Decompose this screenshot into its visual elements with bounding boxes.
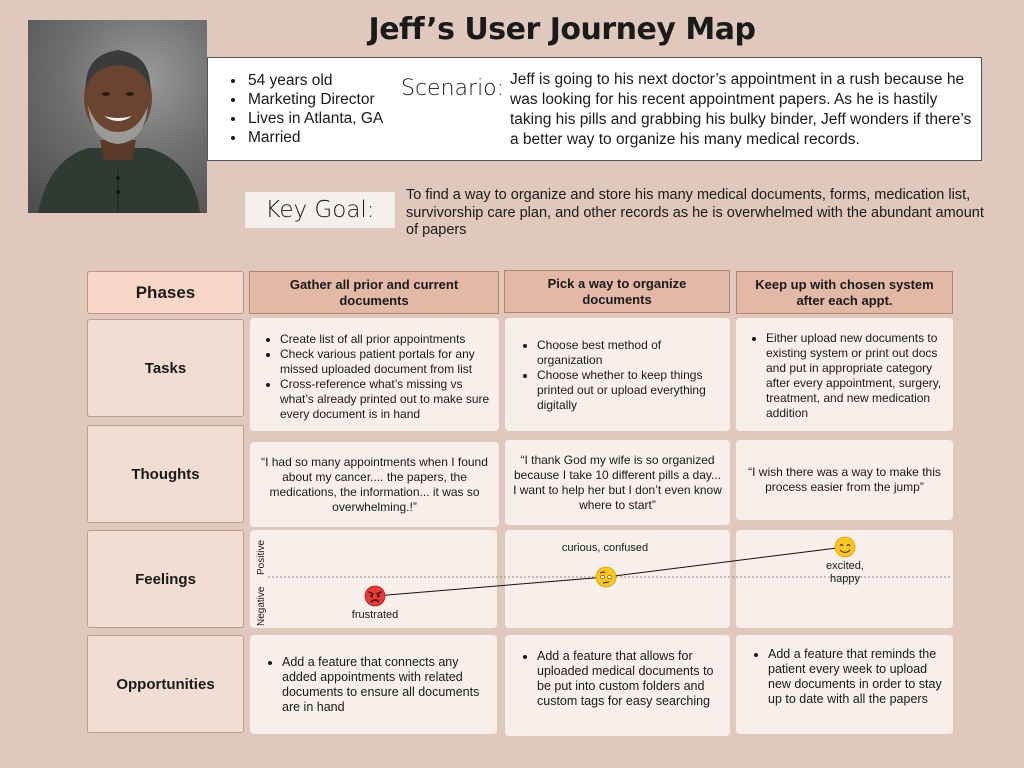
- task-item: Either upload new documents to existing …: [766, 331, 947, 421]
- angry-face-icon: [364, 585, 386, 607]
- persona-fact-age: 54 years old: [246, 71, 383, 90]
- task-item: Choose whether to keep things printed ou…: [537, 368, 724, 413]
- confused-face-icon: [595, 566, 617, 588]
- phase-header-1: Gather all prior and current documents: [249, 271, 499, 314]
- feeling-label-1: frustrated: [351, 609, 399, 621]
- persona-fact-marital-status: Married: [246, 128, 383, 147]
- persona-facts: 54 years old Marketing Director Lives in…: [228, 71, 383, 147]
- opportunity-cell-2: Add a feature that allows for uploaded m…: [505, 635, 730, 736]
- key-goal-label: Key Goal:: [245, 192, 395, 228]
- row-label-tasks: Tasks: [87, 319, 244, 417]
- key-goal-text: To find a way to organize and store his …: [406, 187, 984, 238]
- phase-header-2: Pick a way to organize documents: [504, 270, 730, 313]
- opportunity-item: Add a feature that connects any added ap…: [282, 655, 491, 715]
- task-item: Cross-reference what’s missing vs what’s…: [280, 377, 493, 422]
- page-title: Jeff’s User Journey Map: [368, 12, 756, 47]
- row-label-thoughts: Thoughts: [87, 425, 244, 523]
- opportunity-cell-1: Add a feature that connects any added ap…: [250, 635, 497, 734]
- thought-cell-1: “I had so many appointments when I found…: [250, 442, 499, 527]
- persona-card: 54 years old Marketing Director Lives in…: [207, 57, 982, 161]
- scenario-text: Jeff is going to his next doctor’s appoi…: [510, 71, 972, 148]
- opportunity-item: Add a feature that reminds the patient e…: [768, 647, 947, 707]
- phase-header-3: Keep up with chosen system after each ap…: [736, 271, 953, 314]
- feeling-label-2: curious, confused: [561, 542, 649, 554]
- feeling-label-3: excited, happy: [826, 560, 864, 585]
- persona-fact-location: Lives in Atlanta, GA: [246, 109, 383, 128]
- row-label-opportunities: Opportunities: [87, 635, 244, 733]
- persona-photo: [28, 20, 207, 213]
- thought-cell-3: “I wish there was a way to make this pro…: [736, 440, 953, 520]
- opportunity-cell-3: Add a feature that reminds the patient e…: [736, 635, 953, 734]
- persona-fact-occupation: Marketing Director: [246, 90, 383, 109]
- tasks-cell-3: Either upload new documents to existing …: [736, 318, 953, 431]
- opportunity-item: Add a feature that allows for uploaded m…: [537, 649, 724, 709]
- scenario-label: Scenario:: [401, 76, 505, 101]
- task-item: Create list of all prior appointments: [280, 332, 493, 347]
- thought-cell-2: “I thank God my wife is so organized bec…: [505, 440, 730, 525]
- smiling-face-icon: [834, 536, 856, 558]
- tasks-cell-2: Choose best method of organization Choos…: [505, 318, 730, 431]
- task-item: Choose best method of organization: [537, 338, 724, 368]
- feelings-cell-1: [250, 530, 497, 628]
- row-label-phases: Phases: [87, 271, 244, 314]
- tasks-cell-1: Create list of all prior appointments Ch…: [250, 318, 499, 431]
- row-label-feelings: Feelings: [87, 530, 244, 628]
- task-item: Check various patient portals for any mi…: [280, 347, 493, 377]
- feelings-cell-2: [505, 530, 730, 628]
